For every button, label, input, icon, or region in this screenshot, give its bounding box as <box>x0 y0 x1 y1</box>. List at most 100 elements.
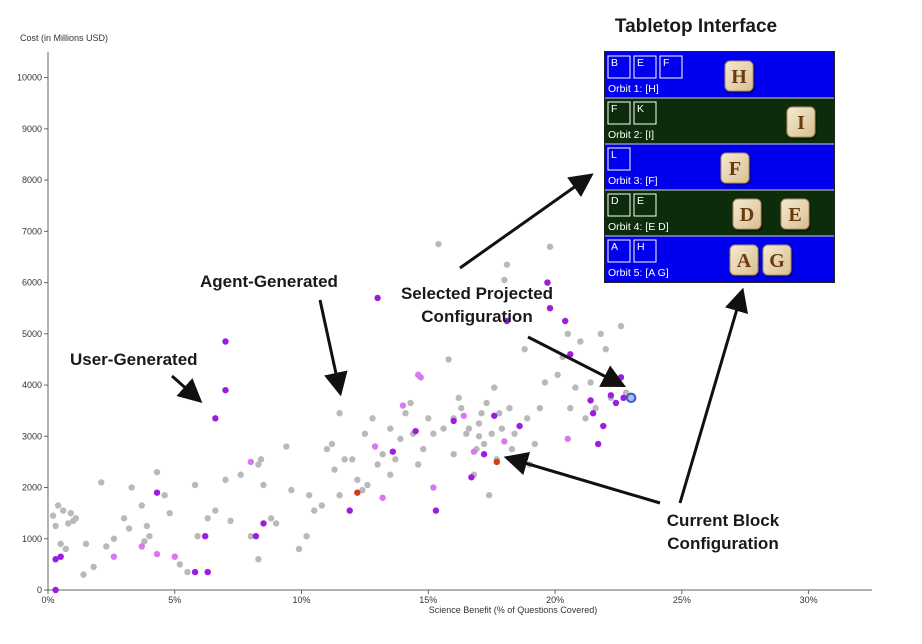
data-point-user_light[interactable] <box>371 443 379 450</box>
data-point-agent[interactable] <box>536 404 544 412</box>
data-point-agent[interactable] <box>354 476 361 484</box>
data-point-agent[interactable] <box>247 533 255 540</box>
data-point-agent[interactable] <box>587 379 594 386</box>
data-point-agent[interactable] <box>336 410 343 417</box>
data-point-user[interactable] <box>612 399 620 407</box>
data-point-user[interactable] <box>516 422 523 430</box>
data-point-agent[interactable] <box>450 451 457 458</box>
data-point-agent[interactable] <box>161 492 168 499</box>
data-point-user[interactable] <box>617 374 625 381</box>
data-point-agent[interactable] <box>577 338 584 345</box>
data-point-agent[interactable] <box>567 404 574 412</box>
data-point-agent[interactable] <box>54 502 62 509</box>
data-point-user[interactable] <box>607 392 615 399</box>
data-point-agent[interactable] <box>305 492 313 499</box>
data-point-user_light[interactable] <box>470 448 478 455</box>
data-point-agent[interactable] <box>475 420 483 427</box>
data-point-agent[interactable] <box>110 535 118 542</box>
data-point-agent[interactable] <box>458 404 465 412</box>
data-point-agent[interactable] <box>67 509 75 517</box>
data-point-agent[interactable] <box>62 545 69 553</box>
data-point-agent[interactable] <box>194 533 201 540</box>
data-point-agent[interactable] <box>336 492 343 499</box>
data-point-agent[interactable] <box>374 461 381 468</box>
data-point-user[interactable] <box>546 304 554 312</box>
data-point-agent[interactable] <box>212 507 219 514</box>
data-point-agent[interactable] <box>318 502 326 509</box>
data-point-user_light[interactable] <box>501 438 508 445</box>
data-point-user[interactable] <box>600 422 607 430</box>
data-point-agent[interactable] <box>445 356 452 363</box>
data-point-user_light[interactable] <box>460 412 468 419</box>
data-point-agent[interactable] <box>146 533 153 540</box>
data-point-agent[interactable] <box>204 515 211 522</box>
data-point-agent[interactable] <box>475 433 483 440</box>
data-point-agent[interactable] <box>435 240 442 248</box>
data-point-user[interactable] <box>389 448 397 455</box>
data-point-current[interactable] <box>493 458 500 466</box>
data-point-current[interactable] <box>354 489 361 496</box>
data-point-agent[interactable] <box>222 476 229 484</box>
data-point-agent[interactable] <box>153 468 161 476</box>
data-point-agent[interactable] <box>498 425 506 432</box>
data-point-agent[interactable] <box>501 276 508 284</box>
data-point-user_light[interactable] <box>153 550 161 558</box>
data-point-agent[interactable] <box>379 451 386 458</box>
data-point-agent[interactable] <box>349 456 356 463</box>
data-point-user[interactable] <box>567 351 574 358</box>
data-point-agent[interactable] <box>478 410 485 417</box>
data-point-agent[interactable] <box>341 456 348 463</box>
data-point-agent[interactable] <box>267 515 275 522</box>
data-point-agent[interactable] <box>166 509 173 517</box>
data-point-agent[interactable] <box>323 445 331 453</box>
data-point-agent[interactable] <box>420 445 427 453</box>
data-point-agent[interactable] <box>564 330 571 338</box>
data-point-user[interactable] <box>204 568 211 576</box>
data-point-selected[interactable] <box>625 392 637 404</box>
data-point-user[interactable] <box>412 427 419 435</box>
data-point-user[interactable] <box>212 415 219 422</box>
data-point-user[interactable] <box>346 507 353 514</box>
data-point-agent[interactable] <box>597 330 604 338</box>
data-point-agent[interactable] <box>103 543 110 550</box>
data-point-agent[interactable] <box>120 515 128 522</box>
data-point-agent[interactable] <box>485 492 493 499</box>
data-point-agent[interactable] <box>60 507 67 514</box>
data-point-agent[interactable] <box>90 563 97 571</box>
data-point-user[interactable] <box>491 412 498 419</box>
data-point-user[interactable] <box>52 586 59 594</box>
data-point-agent[interactable] <box>361 430 369 437</box>
data-point-user[interactable] <box>503 317 511 325</box>
data-point-agent[interactable] <box>369 415 376 422</box>
data-point-user[interactable] <box>374 294 381 302</box>
data-point-user[interactable] <box>468 474 475 481</box>
data-point-user_light[interactable] <box>417 374 424 381</box>
data-point-user[interactable] <box>252 533 260 540</box>
data-point-agent[interactable] <box>359 486 366 494</box>
data-point-agent[interactable] <box>511 430 518 437</box>
data-point-user_light[interactable] <box>564 435 571 443</box>
data-point-agent[interactable] <box>227 517 234 525</box>
data-point-agent[interactable] <box>582 415 589 422</box>
data-point-user[interactable] <box>450 417 457 425</box>
data-point-agent[interactable] <box>283 443 290 450</box>
data-point-agent[interactable] <box>125 525 133 532</box>
data-point-user[interactable] <box>222 386 229 394</box>
data-point-agent[interactable] <box>303 533 310 540</box>
data-point-agent[interactable] <box>128 484 135 491</box>
data-point-user[interactable] <box>191 568 199 576</box>
data-point-agent[interactable] <box>455 394 462 402</box>
data-point-user_light[interactable] <box>399 402 407 409</box>
data-point-agent[interactable] <box>52 522 59 530</box>
data-point-agent[interactable] <box>288 486 295 494</box>
data-point-agent[interactable] <box>257 456 265 463</box>
data-point-user_light[interactable] <box>110 553 118 560</box>
data-point-agent[interactable] <box>465 425 473 432</box>
data-point-agent[interactable] <box>602 345 609 353</box>
data-point-agent[interactable] <box>260 481 267 489</box>
data-point-agent[interactable] <box>65 520 72 527</box>
